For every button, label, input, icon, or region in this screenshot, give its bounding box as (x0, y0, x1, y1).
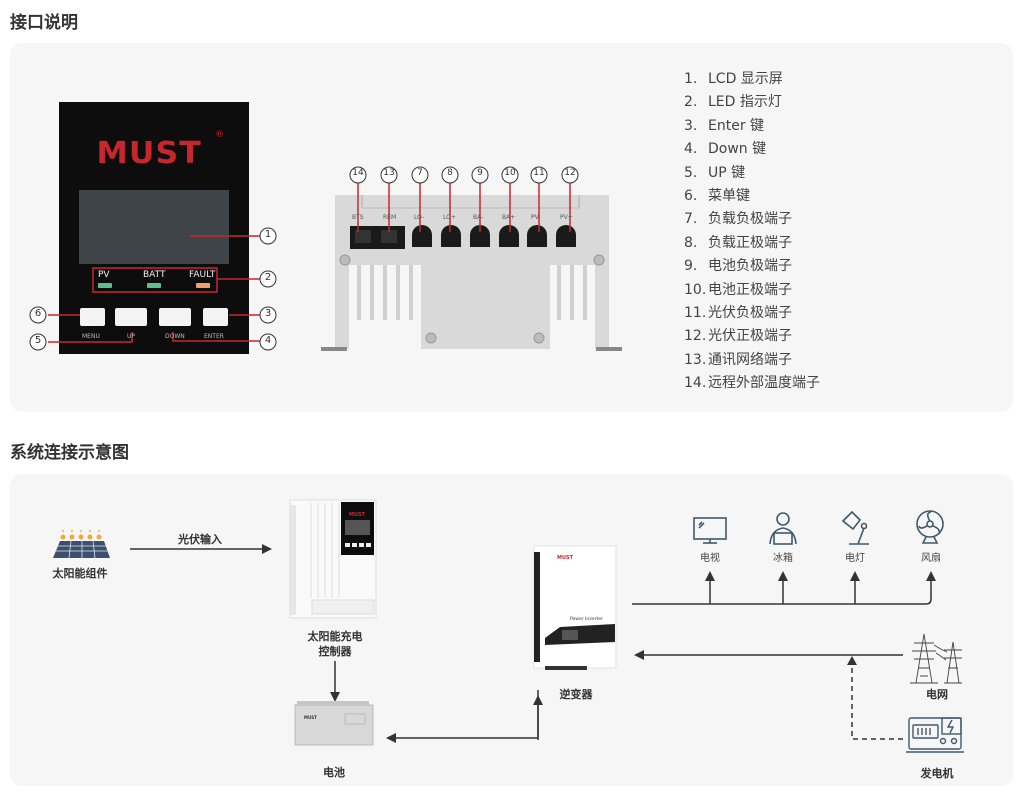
port-callout-8: 8 (447, 168, 453, 178)
led-batt (147, 283, 161, 288)
enter-button[interactable] (203, 308, 228, 326)
legend-item: 8.负载正极端子 (684, 234, 792, 251)
led-group-outline (92, 267, 218, 293)
button-label-up: UP (127, 333, 136, 340)
inverter-icon: MUST Power Inverter (533, 545, 617, 670)
charge-controller-icon: MUST (289, 499, 377, 619)
inverter-to-battery-line (386, 690, 539, 743)
controller-label-line1: 太阳能充电 (307, 630, 363, 643)
port-label-bts: BTS (352, 214, 364, 221)
menu-button[interactable] (80, 308, 105, 326)
svg-text:MUST: MUST (557, 555, 574, 561)
port-callout-11: 11 (533, 168, 545, 178)
button-label-enter: ENTER (204, 333, 224, 340)
load-label-tv: 电视 (700, 553, 720, 564)
port-callout-10: 10 (504, 168, 516, 178)
terminal-lo-plus (441, 225, 461, 247)
terminal-ba-minus (470, 225, 490, 247)
legend-item: 14.远程外部温度端子 (684, 375, 820, 392)
person-laptop-icon (769, 512, 797, 545)
load-bus-line (632, 571, 936, 605)
callout-2: 2 (264, 272, 272, 283)
grid-label: 电网 (926, 688, 948, 701)
port-label-pv-minus: PV- (531, 214, 541, 221)
callout-6: 6 (34, 308, 42, 319)
generator-dashed-line (851, 663, 903, 740)
solar-panel-label: 太阳能组件 (52, 567, 108, 580)
section-title-system: 系统连接示意图 (10, 443, 129, 463)
led-fault (196, 283, 210, 288)
legend-item: 1.LCD 显示屏 (684, 71, 783, 87)
led-label-pv: PV (98, 270, 110, 280)
controller-label-line2: 控制器 (318, 645, 352, 658)
up-button[interactable] (115, 308, 147, 326)
port-label-lo-plus: LO+ (443, 214, 456, 221)
svg-text:MUST: MUST (349, 512, 366, 518)
load-label-fridge: 冰箱 (773, 553, 793, 564)
port-label-rem: REM (383, 214, 397, 221)
button-label-menu: MENU (82, 333, 100, 340)
battery-icon: MUST (294, 701, 374, 746)
button-label-down: DOWN (165, 333, 185, 340)
solar-panel-icon (53, 530, 110, 559)
front-panel-svg (29, 102, 277, 354)
legend-item: 6.菜单键 (684, 188, 750, 205)
generator-label: 发电机 (920, 767, 954, 780)
brand-logo: MUST (96, 136, 202, 171)
tv-icon (693, 517, 727, 544)
terminal-ba-plus (499, 225, 519, 247)
port-callout-14: 14 (352, 168, 364, 178)
legend-item: 10.电池正极端子 (684, 281, 792, 298)
legend-item: 5.UP 键 (684, 164, 746, 181)
fan-icon (916, 510, 944, 544)
port-label-lo-minus: LO- (414, 214, 425, 221)
load-label-fan: 风扇 (921, 553, 941, 564)
led-label-fault: FAULT (189, 270, 216, 280)
bottom-view-illustration: 14 13 7 8 9 10 11 12 BTS REM LO- LO+ BA-… (0, 0, 640, 400)
legend-item: 2.LED 指示灯 (684, 94, 782, 111)
port-callout-9: 9 (477, 168, 483, 178)
port-callout-13: 13 (383, 168, 395, 178)
callout-1: 1 (264, 229, 272, 240)
callout-3: 3 (264, 308, 272, 319)
battery-label: 电池 (323, 766, 345, 779)
svg-text:MUST: MUST (304, 715, 317, 720)
legend-item: 9.电池负极端子 (684, 258, 792, 275)
legend-item: 7.负载负极端子 (684, 211, 792, 228)
terminal-pv-plus (556, 225, 576, 247)
led-pv (98, 283, 112, 288)
terminal-pv-minus (527, 225, 547, 247)
section-title-interface: 接口说明 (10, 13, 78, 33)
port-callout-7: 7 (417, 168, 423, 178)
system-diagram-panel (10, 474, 1013, 786)
down-button[interactable] (159, 308, 191, 326)
legend-item: 12.光伏正极端子 (684, 328, 792, 345)
legend-list: 1.LCD 显示屏 2.LED 指示灯 3.Enter 键 4.Down 键 5… (684, 68, 820, 396)
terminal-lo-minus (412, 225, 432, 247)
legend-item: 3.Enter 键 (684, 117, 765, 134)
callout-5: 5 (34, 335, 42, 346)
registered-mark: ® (215, 130, 224, 140)
inverter-label: 逆变器 (559, 688, 593, 701)
port-callout-12: 12 (564, 168, 576, 178)
port-label-ba-minus: BA- (473, 214, 484, 221)
legend-item: 13.通讯网络端子 (684, 351, 792, 368)
load-label-lamp: 电灯 (845, 553, 865, 564)
lcd-screen (79, 190, 229, 264)
generator-arrowhead (847, 656, 857, 665)
legend-item: 4.Down 键 (684, 141, 767, 158)
svg-text:Power Inverter: Power Inverter (570, 616, 603, 622)
led-label-batt: BATT (143, 270, 166, 280)
callout-4: 4 (264, 335, 272, 346)
generator-icon (906, 717, 964, 753)
legend-item: 11.光伏负极端子 (684, 305, 792, 322)
port-label-ba-plus: BA+ (502, 214, 516, 221)
front-panel-illustration: MUST ® PV BATT FAULT MENU UP DOWN ENTER … (0, 0, 300, 400)
port-label-pv-plus: PV+ (560, 214, 573, 221)
pv-input-label: 光伏输入 (178, 533, 222, 546)
lamp-icon (841, 510, 869, 545)
power-grid-icon (910, 633, 962, 684)
